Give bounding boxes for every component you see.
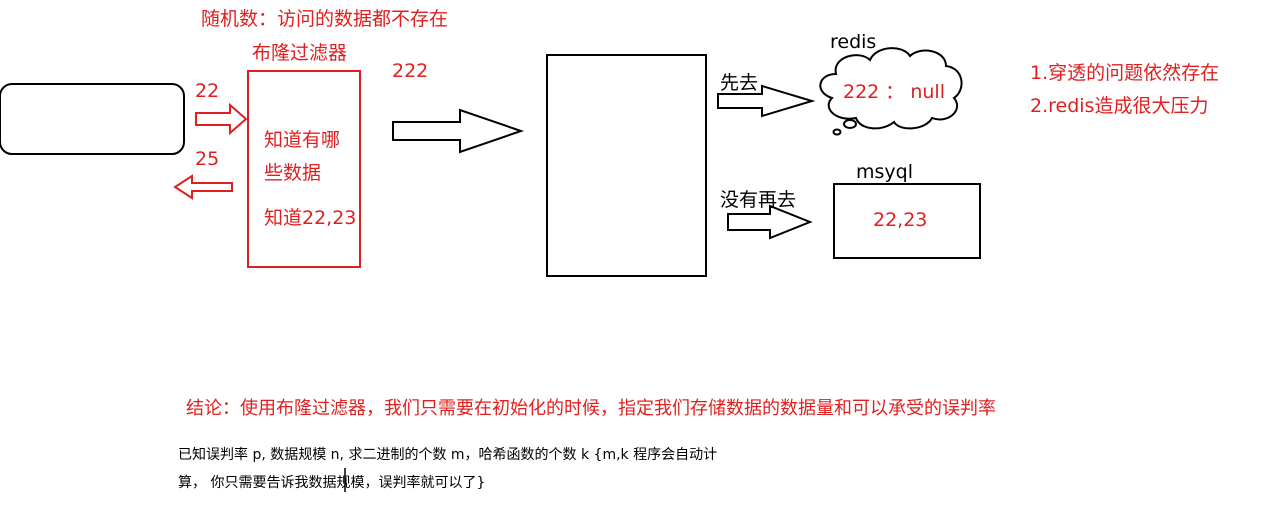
mysql-box (833, 183, 981, 259)
redis-arrow-label: 先去 (720, 72, 759, 94)
response-arrow (173, 174, 233, 200)
cloud-bubble (843, 119, 857, 129)
problem-item-2: 2.redis造成很大压力 (1030, 95, 1209, 117)
diagram-title: 随机数：访问的数据都不存在 (201, 8, 449, 30)
conclusion-text: 结论：使用布隆过滤器，我们只需要在初始化的时候，指定我们存储数据的数据量和可以承… (186, 398, 996, 419)
mysql-label: msyql (856, 161, 913, 183)
bloom-filter-text-line1: 知道有哪 (264, 129, 341, 151)
redis-label: redis (830, 31, 877, 53)
response-value: 25 (195, 148, 220, 170)
notes-line1: 已知误判率 p, 数据规模 n, 求二进制的个数 m，哈希函数的个数 k {m,… (178, 447, 718, 463)
forward-arrow (392, 108, 525, 154)
bloom-filter-known: 知道22,23 (264, 207, 357, 229)
bloom-filter-box (247, 70, 361, 268)
notes-line2: 算， 你只需要告诉我数据规模，误判率就可以了} (178, 475, 486, 491)
request-value: 22 (195, 80, 220, 102)
redis-arrow (717, 84, 816, 118)
redis-cloud-text: 222 ： null (843, 81, 945, 103)
client-box (0, 83, 185, 155)
mysql-value: 22,23 (873, 209, 928, 231)
bloom-filter-text-line2: 些数据 (264, 162, 322, 184)
problem-item-1: 1.穿透的问题依然存在 (1030, 62, 1220, 84)
mysql-arrow-label: 没有再去 (720, 189, 797, 211)
redis-cloud (819, 47, 963, 130)
mysql-arrow (727, 204, 813, 240)
request-label: 222 (392, 60, 429, 82)
bloom-filter-title: 布隆过滤器 (252, 42, 348, 64)
server-box (546, 54, 707, 277)
request-arrow (195, 102, 248, 136)
cloud-bubble (832, 128, 842, 136)
